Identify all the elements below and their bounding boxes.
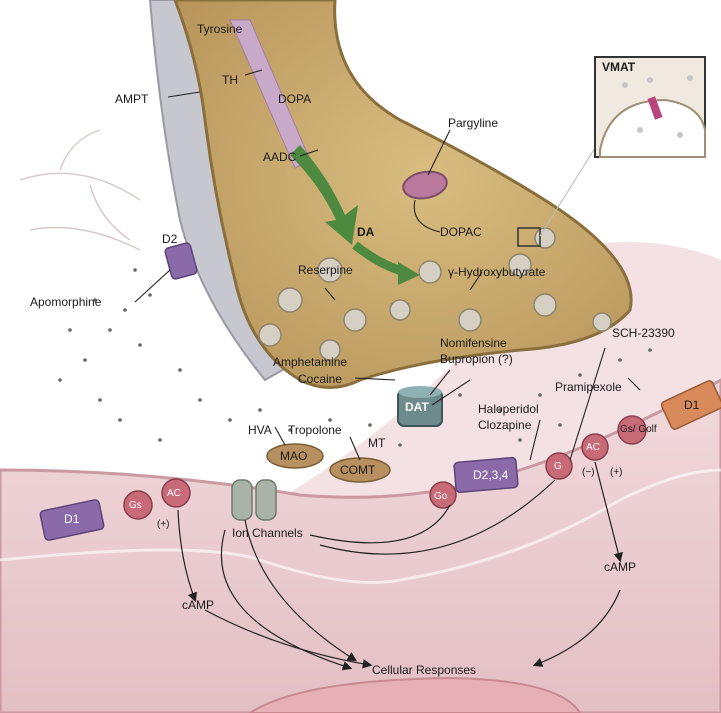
label-d2-pre: D2 <box>162 232 177 246</box>
label-clozapine: Clozapine <box>478 418 531 432</box>
label-ac-left: AC <box>167 487 181 501</box>
label-gamma-hydroxybutyrate: γ-Hydroxybutyrate <box>448 265 545 279</box>
label-mao: MAO <box>280 449 307 463</box>
dendrite-branches <box>20 130 140 250</box>
label-cellular-responses: Cellular Responses <box>372 663 476 677</box>
label-minus: (−) <box>582 466 595 480</box>
label-plus-left: (+) <box>157 518 170 532</box>
label-go: Go <box>434 490 447 504</box>
label-sch: SCH-23390 <box>612 326 675 340</box>
label-dopac: DOPAC <box>440 225 482 239</box>
label-camp-left: cAMP <box>182 598 214 612</box>
label-ac-right: AC <box>586 441 600 455</box>
label-hva: HVA <box>248 423 272 437</box>
label-cocaine: Cocaine <box>298 372 342 386</box>
label-dopa: DOPA <box>278 92 311 106</box>
label-ion-channels: Ion Channels <box>232 526 303 540</box>
label-bupropion: Bupropion (?) <box>440 352 513 366</box>
label-mt: MT <box>368 436 385 450</box>
label-reserpine: Reserpine <box>298 263 353 277</box>
label-comt: COMT <box>340 463 375 477</box>
label-camp-right: cAMP <box>604 560 636 574</box>
label-ampt: AMPT <box>115 92 148 106</box>
label-gs-golf: Gs/ Golf <box>620 423 657 437</box>
label-pargyline: Pargyline <box>448 116 498 130</box>
label-vmat: VMAT <box>602 60 635 74</box>
label-nomifensine: Nomifensine <box>440 336 507 350</box>
label-tropolone: Tropolone <box>288 423 342 437</box>
label-d234: D2,3,4 <box>473 468 508 482</box>
label-th: TH <box>222 73 238 87</box>
label-gs-left: Gs <box>129 499 142 513</box>
label-da: DA <box>357 225 374 239</box>
label-pramipexole: Pramipexole <box>555 380 622 394</box>
label-d1-right: D1 <box>684 398 699 412</box>
label-haloperidol: Haloperidol <box>478 402 539 416</box>
label-d1-left: D1 <box>64 512 79 526</box>
label-aadc: AADC <box>263 150 296 164</box>
label-apomorphine: Apomorphine <box>30 295 101 309</box>
label-amphetamine: Amphetamine <box>273 355 347 369</box>
label-dat: DAT <box>405 400 429 414</box>
label-plus-right: (+) <box>610 466 623 480</box>
label-tyrosine: Tyrosine <box>197 22 242 36</box>
label-g-right: G <box>554 460 562 474</box>
